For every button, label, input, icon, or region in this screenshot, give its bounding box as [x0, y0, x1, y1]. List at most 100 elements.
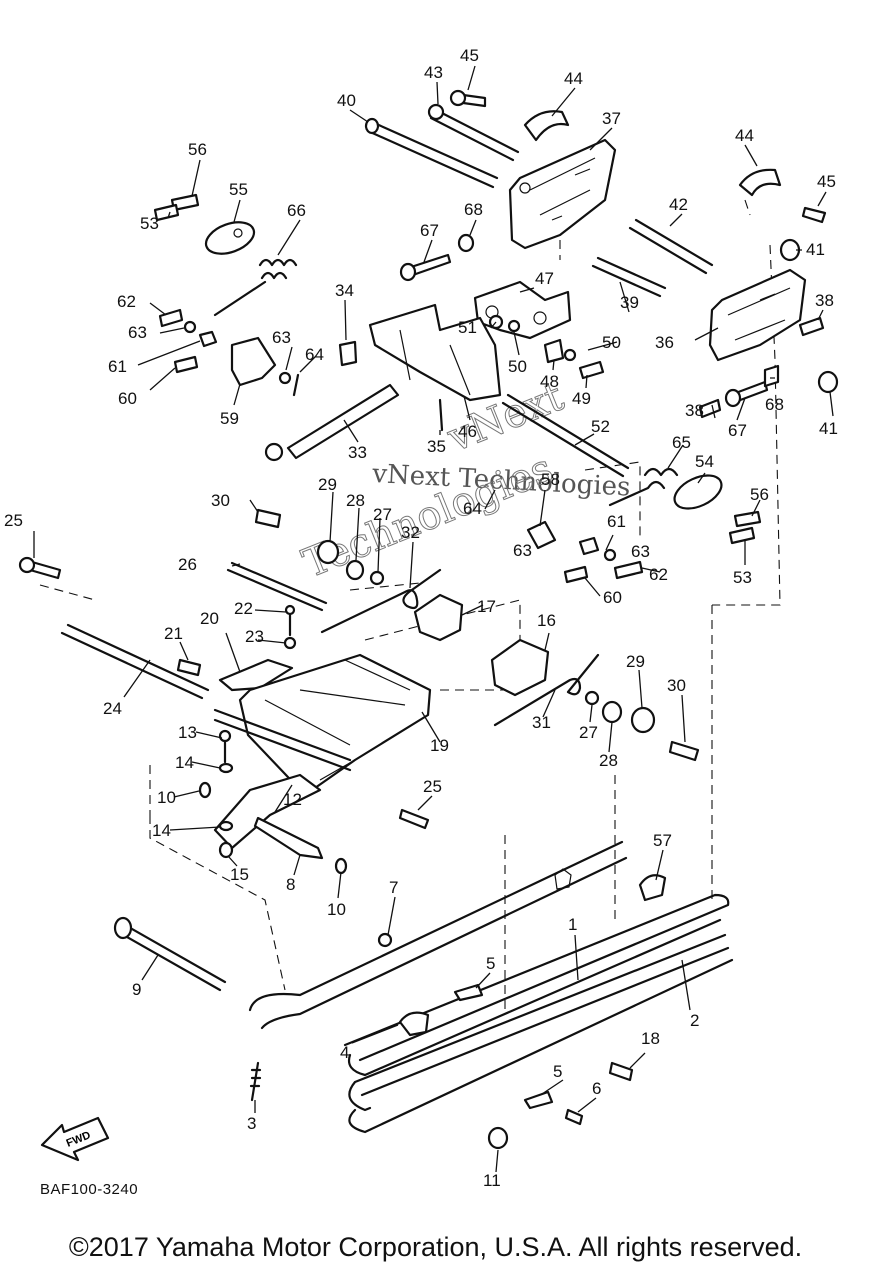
- callout-61-left: 61: [108, 357, 127, 376]
- frame-46: [368, 303, 502, 402]
- callout-17: 17: [477, 597, 496, 616]
- spring-31: [493, 653, 600, 727]
- callout-13: 13: [178, 723, 197, 742]
- collar-48: [543, 338, 565, 364]
- callout-36: 36: [655, 333, 674, 352]
- callout-29-top: 29: [318, 475, 337, 494]
- spring-32: [320, 568, 442, 634]
- parts: [18, 89, 839, 1150]
- bushing-11: [487, 1126, 509, 1150]
- callout-28-top: 28: [346, 491, 365, 510]
- axle-9: [118, 923, 227, 992]
- plate-54: [673, 474, 723, 510]
- bolt-53: [153, 203, 180, 222]
- callout-44-top: 44: [564, 69, 583, 88]
- bolt-38-left: [698, 398, 722, 419]
- callout-33: 33: [348, 443, 367, 462]
- callout-11: 11: [483, 1171, 501, 1190]
- washer-63-left: [183, 320, 197, 334]
- washer-10-left: [198, 781, 212, 799]
- washer-10-right: [334, 857, 348, 875]
- callout-60-right: 60: [603, 588, 622, 607]
- nut-7: [377, 932, 393, 948]
- rod-24: [60, 623, 210, 700]
- callout-68-top: 68: [464, 200, 483, 219]
- bolt-60-right: [563, 565, 589, 584]
- rod-26: [226, 561, 328, 612]
- forward-arrow-icon: FWD: [40, 1116, 110, 1162]
- cap-44-top: [523, 110, 570, 142]
- callout-48: 48: [540, 372, 559, 391]
- callout-39: 39: [620, 293, 639, 312]
- callout-64-left: 64: [305, 345, 324, 364]
- callout-41-top: 41: [806, 240, 825, 259]
- callout-43: 43: [424, 63, 443, 82]
- shock-33: [286, 383, 400, 460]
- callout-10-right: 10: [327, 900, 346, 919]
- bolt-60: [173, 355, 199, 374]
- copyright-notice: ©2017 Yamaha Motor Corporation, U.S.A. A…: [68, 1232, 803, 1262]
- callout-5-top: 5: [486, 954, 495, 973]
- washer-27-bottom: [584, 690, 600, 706]
- rod-42: [628, 218, 714, 275]
- callout-26: 26: [178, 555, 197, 574]
- callout-8: 8: [286, 875, 295, 894]
- callout-45-top: 45: [460, 46, 479, 65]
- callout-30-bottom: 30: [667, 676, 686, 695]
- washer-63-mid: [278, 371, 292, 385]
- callout-50-mid: 50: [508, 357, 527, 376]
- bumper-29-bottom: [630, 706, 656, 734]
- callout-15: 15: [230, 865, 249, 884]
- leader-lines: [33, 65, 834, 1173]
- nut-61: [198, 330, 218, 348]
- washer-14-top: [218, 762, 234, 774]
- spring-66: [213, 258, 298, 317]
- bracket-59: [230, 336, 277, 387]
- callout-27-top: 27: [373, 505, 392, 524]
- callout-55: 55: [229, 180, 248, 199]
- callout-44-right: 44: [735, 126, 754, 145]
- callout-18: 18: [641, 1029, 660, 1048]
- callout-32: 32: [401, 523, 420, 542]
- callout-34: 34: [335, 281, 354, 300]
- callout-45-right: 45: [817, 172, 836, 191]
- callout-50-right: 50: [602, 333, 621, 352]
- bolt-34: [338, 340, 358, 367]
- bolt-49: [578, 360, 605, 380]
- bolt-30-bottom: [668, 740, 700, 762]
- bolt-53-right: [728, 526, 756, 545]
- callout-7: 7: [389, 878, 398, 897]
- callout-4: 4: [340, 1043, 349, 1062]
- callout-19: 19: [430, 736, 449, 755]
- callout-56-right: 56: [750, 485, 769, 504]
- bracket-17: [413, 593, 464, 642]
- callout-57: 57: [653, 831, 672, 850]
- callout-10-left: 10: [157, 788, 176, 807]
- spring-65: [608, 467, 679, 507]
- bolt-21: [176, 658, 202, 677]
- callout-47: 47: [535, 269, 554, 288]
- callout-22: 22: [234, 599, 253, 618]
- bracket-58: [526, 520, 557, 550]
- bolt-18: [608, 1061, 634, 1082]
- bracket-37: [508, 138, 617, 250]
- callout-35: 35: [427, 437, 446, 456]
- washer-63-right: [603, 548, 617, 562]
- callout-21: 21: [164, 624, 183, 643]
- callout-51: 51: [458, 318, 477, 337]
- callout-14-bottom: 14: [152, 821, 171, 840]
- bolt-56-right: [733, 510, 762, 528]
- callout-59: 59: [220, 409, 239, 428]
- callout-2: 2: [690, 1011, 699, 1030]
- rod-52: [501, 393, 630, 478]
- bolt-62: [158, 308, 184, 328]
- bolt-62-right: [613, 560, 644, 580]
- cap-44-right: [738, 168, 782, 197]
- callout-numbers: 45 43 44 40 37 44 56 55 45 66 68 42 53 6…: [4, 46, 838, 1190]
- callout-62-left: 62: [117, 292, 136, 311]
- callout-5-bottom: 5: [553, 1062, 562, 1081]
- callout-63-mid: 63: [272, 328, 291, 347]
- pin-35: [438, 398, 444, 432]
- washer-14-bottom: [218, 820, 234, 832]
